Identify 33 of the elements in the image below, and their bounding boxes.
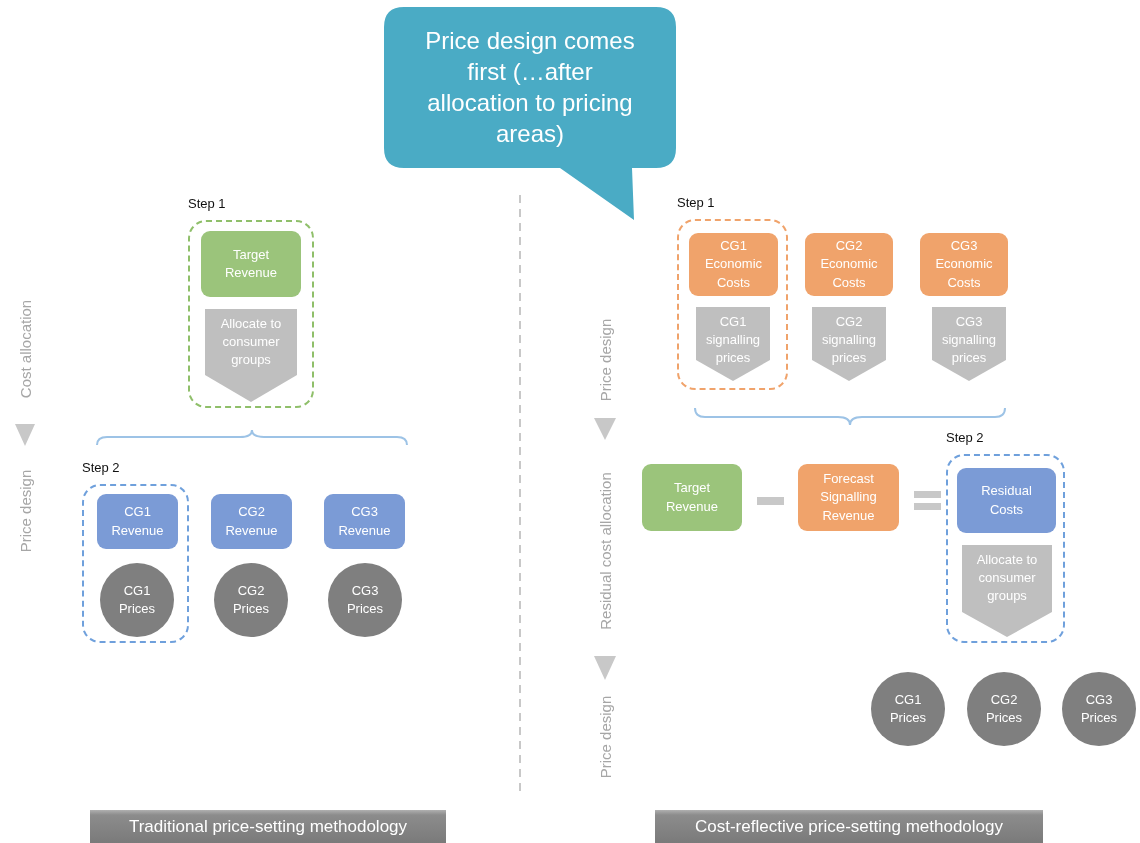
process-box: CG1 Revenue: [97, 494, 178, 549]
process-box: CG3 Revenue: [324, 494, 405, 549]
price-circle: CG3 Prices: [1062, 672, 1136, 746]
down-arrow-shape: CG2 signalling prices: [812, 307, 886, 381]
phase-label: Price design: [596, 318, 614, 402]
phase-label: Price design: [16, 469, 34, 553]
process-box: CG2 Economic Costs: [805, 233, 893, 296]
step-label: Step 2: [946, 430, 984, 445]
step-label: Step 1: [188, 196, 226, 211]
price-circle: CG1 Prices: [100, 563, 174, 637]
step-label: Step 2: [82, 460, 120, 475]
speech-bubble: Price design comes first (…after allocation to pricing areas): [384, 7, 676, 221]
methodology-banner: Cost-reflective price-setting methodology: [655, 810, 1043, 843]
price-circle: CG2 Prices: [967, 672, 1041, 746]
step-label: Step 1: [677, 195, 715, 210]
process-box: CG2 Revenue: [211, 494, 292, 549]
process-box: Target Revenue: [201, 231, 301, 297]
methodology-banner: Traditional price-setting methodology: [90, 810, 446, 843]
down-arrow-shape: Allocate to consumer groups: [205, 309, 297, 402]
phase-label: Residual cost allocation: [596, 472, 614, 630]
down-arrow-shape: CG3 signalling prices: [932, 307, 1006, 381]
phase-label: Cost allocation: [16, 299, 34, 399]
process-box: Target Revenue: [642, 464, 742, 531]
price-circle: CG1 Prices: [871, 672, 945, 746]
price-circle: CG3 Prices: [328, 563, 402, 637]
down-arrow-shape: CG1 signalling prices: [696, 307, 770, 381]
down-arrow-shape: Allocate to consumer groups: [962, 545, 1052, 637]
process-box: Residual Costs: [957, 468, 1056, 533]
price-circle: CG2 Prices: [214, 563, 288, 637]
phase-label: Price design: [596, 695, 614, 779]
process-box: Forecast Signalling Revenue: [798, 464, 899, 531]
process-box: CG1 Economic Costs: [689, 233, 778, 296]
process-box: CG3 Economic Costs: [920, 233, 1008, 296]
